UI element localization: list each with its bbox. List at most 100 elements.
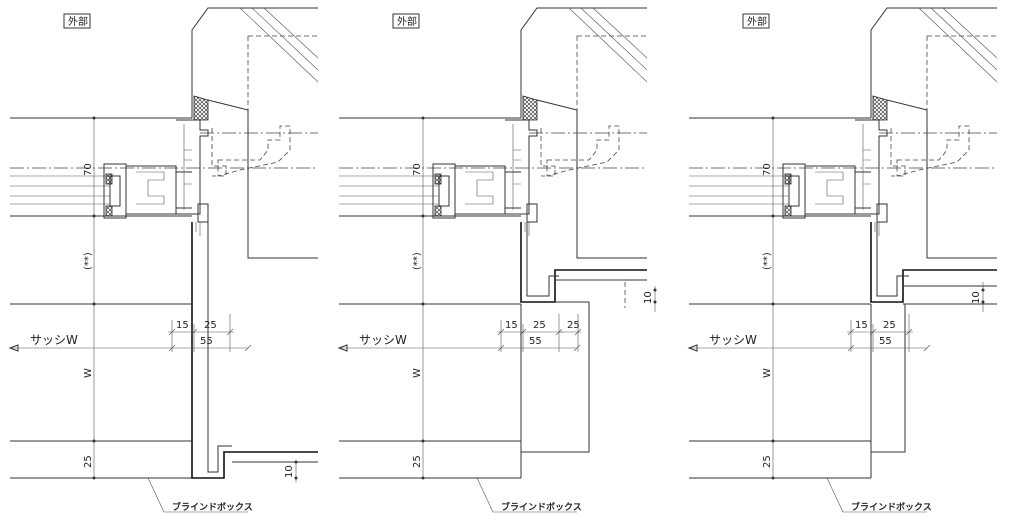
glazing-gasket-bottom (105, 205, 113, 217)
frame-ribs (184, 149, 192, 185)
blind-box-leader (826, 477, 927, 513)
dimension-node (92, 214, 96, 218)
glazing-bead (438, 175, 450, 207)
sash-width-arrow (337, 344, 348, 352)
glazing-gasket-top (784, 173, 792, 185)
dimension-node (981, 300, 985, 304)
dimension-tick (226, 328, 234, 336)
dimension-tick (869, 328, 877, 336)
frame-ribs (513, 149, 521, 185)
dimension-asterisk: (**) (83, 252, 94, 270)
dimension-node (981, 288, 985, 292)
dimension-70: 70 (83, 163, 94, 176)
sash-body (126, 165, 177, 215)
dimension-25-vertical: 25 (412, 455, 423, 468)
sash-width-label: サッシW (30, 333, 78, 347)
dimension-node (771, 116, 775, 120)
blind-box-inner (526, 222, 559, 297)
dimension-15: 15 (505, 320, 518, 331)
hidden-rail (555, 279, 626, 308)
dimension-tick (190, 328, 198, 336)
dimension-node (421, 214, 425, 218)
wall-head-outline (520, 7, 647, 118)
dimension-node (421, 116, 425, 120)
exterior-label-box (63, 13, 91, 29)
glazing-gasket-bottom (784, 205, 792, 217)
head-seal-hatch (872, 95, 888, 121)
hidden-drain-hose (896, 125, 970, 177)
dimension-tick (923, 344, 931, 352)
exterior-label: 外部 (68, 15, 88, 28)
sash-inner-chamber (136, 171, 165, 205)
sash-body (805, 165, 856, 215)
frame-sill-clip (526, 203, 538, 223)
slope-hatch-lines (239, 7, 319, 83)
dimension-node (92, 116, 96, 120)
dimension-w: W (762, 368, 773, 378)
glazing-gasket-bottom (434, 205, 442, 217)
dimension-w: W (83, 368, 94, 378)
dimension-25-a: 25 (533, 320, 546, 331)
dimension-node (294, 460, 298, 464)
blind-box-label: ブラインドボックス (501, 501, 582, 513)
outer-frame-profile (505, 119, 538, 215)
wall-head-outline (870, 7, 997, 118)
wall-inner-outline (886, 99, 997, 259)
hidden-frame-detail (890, 128, 906, 177)
frame-screw-lines (524, 222, 530, 236)
blind-box-wall (191, 222, 318, 479)
dimension-tick (905, 328, 913, 336)
glazing-gasket-top (105, 173, 113, 185)
frame-screw-lines (195, 222, 201, 236)
sash-width-arrow (8, 344, 19, 352)
dimension-tick (168, 328, 176, 336)
glazing-bead (109, 175, 121, 207)
frame-ribs (863, 149, 871, 185)
dimension-w: W (412, 368, 423, 378)
slope-hatch-lines (568, 7, 648, 83)
dimension-25-vertical: 25 (83, 455, 94, 468)
dimension-tick (244, 344, 252, 352)
dimension-10: 10 (643, 291, 654, 304)
exterior-label-box (392, 13, 420, 29)
dimension-10: 10 (284, 465, 295, 478)
sash-frame-outer (432, 163, 456, 219)
wall-head-outline (191, 7, 318, 118)
blind-box-casing (521, 301, 590, 453)
dimension-node (421, 439, 425, 443)
dimension-node (92, 302, 96, 306)
exterior-label: 外部 (747, 15, 767, 28)
dimension-node (92, 476, 96, 480)
exterior-label: 外部 (397, 15, 417, 28)
dimension-node (653, 300, 657, 304)
dimension-node (294, 476, 298, 480)
dimension-tick (497, 344, 505, 352)
dimension-10: 10 (971, 291, 982, 304)
dimension-55: 55 (529, 336, 542, 347)
dimension-tick (574, 328, 582, 336)
blind-box-inner (876, 222, 909, 297)
dimension-node (771, 214, 775, 218)
hidden-frame-detail (211, 128, 227, 177)
dimension-15: 15 (855, 320, 868, 331)
blind-box-wall (520, 222, 647, 303)
dimension-node (421, 476, 425, 480)
dimension-55: 55 (879, 336, 892, 347)
dimension-tick (519, 328, 527, 336)
sash-width-label: サッシW (359, 333, 407, 347)
glazing-bead (788, 175, 800, 207)
sash-width-label: サッシW (709, 333, 757, 347)
sash-frame-outer (782, 163, 806, 219)
blind-box-inner (207, 222, 232, 473)
dimension-node (771, 302, 775, 306)
hidden-frame-detail (540, 128, 556, 177)
glazing-gasket-top (434, 173, 442, 185)
sash-inner-chamber (815, 171, 844, 205)
blind-box-casing (871, 303, 906, 453)
hidden-drain-hose (546, 125, 620, 177)
head-seal-hatch (193, 95, 209, 121)
